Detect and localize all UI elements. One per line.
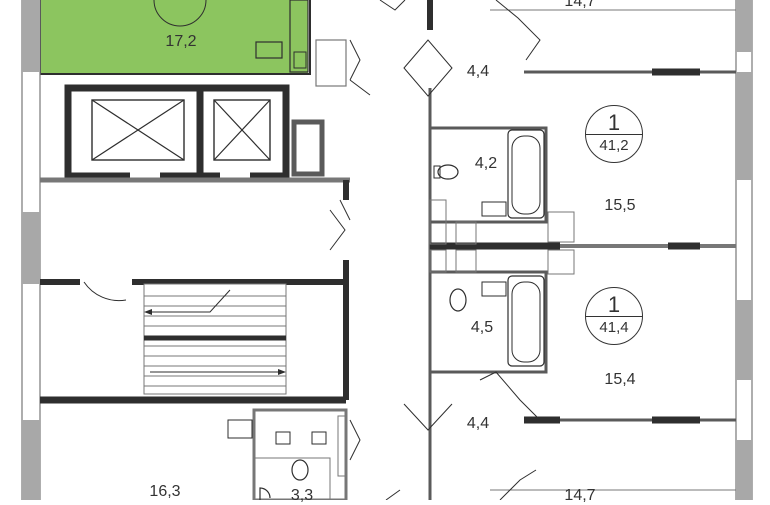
room-area-label: 15,5 [604,197,636,214]
bathtub-upper [507,129,545,219]
window-left-2 [22,212,40,284]
window-right-4 [736,440,752,500]
room-area-label: 17,2 [165,33,197,50]
apartment-badge[interactable]: 1 41,4 [585,287,643,345]
room-area-label: 4,4 [466,63,490,80]
window-right-2 [736,72,752,180]
apartment-badge[interactable]: 1 41,2 [585,105,643,163]
window-left-1 [22,0,40,72]
window-right-1 [736,0,752,52]
bath-upper [428,126,548,224]
room-area-label: 3,3 [290,487,314,504]
apartment-area: 41,4 [599,319,629,336]
window-right-3 [736,300,752,380]
toilet-lower [449,288,467,312]
window-left-3 [22,420,40,500]
elevator-shaft [64,84,290,180]
toilet-upper [437,164,459,180]
room-area-label: 15,4 [604,371,636,388]
room-area-label: 16,3 [149,483,181,500]
room-area-label: 4,2 [474,155,498,172]
apartment-rooms: 1 [607,292,621,317]
highlighted-apartment-room[interactable] [40,0,308,74]
bath-lower [428,270,548,374]
room-area-label: 4,4 [466,415,490,432]
room-area-label: 4,5 [470,319,494,336]
room-area-label: 14,7 [564,487,596,504]
apartment-area: 41,2 [599,137,629,154]
room-area-label: 14,7 [564,0,596,10]
apartment-rooms: 1 [607,110,621,135]
bathtub-lower [507,275,545,367]
